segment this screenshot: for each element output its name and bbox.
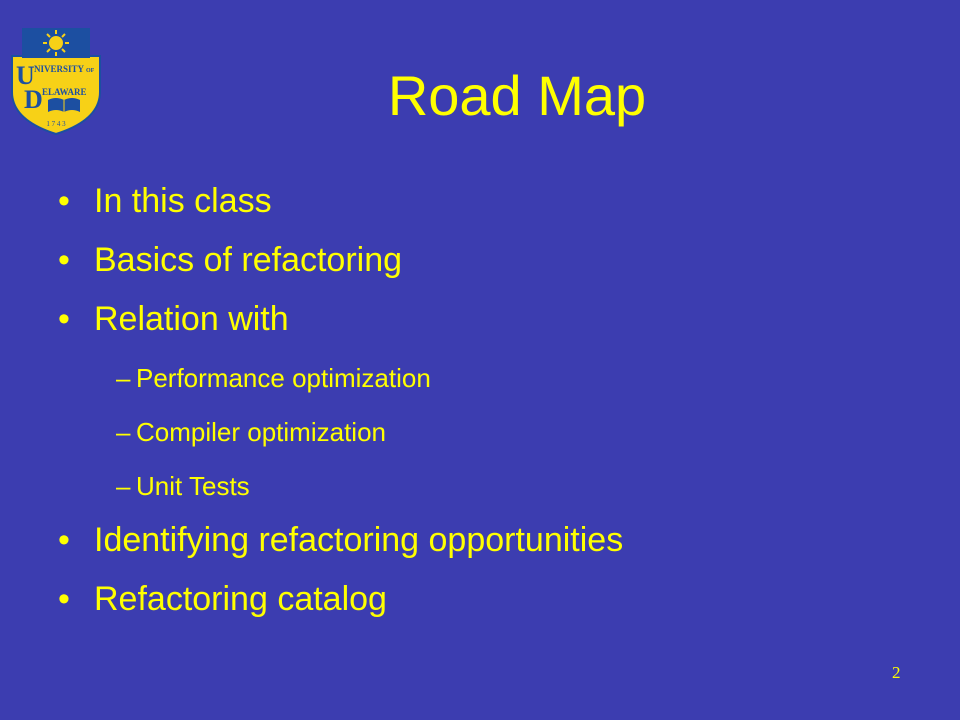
bullet-item: • Relation with (58, 294, 938, 353)
bullet-marker: • (58, 241, 70, 279)
dash-marker: – (116, 471, 131, 501)
bullet-item: • Refactoring catalog (58, 574, 938, 633)
bullet-marker: • (58, 182, 70, 220)
logo-year: 1 7 4 3 (46, 120, 66, 128)
logo-text-delaware: ELAWARE (42, 87, 87, 97)
svg-text:U: U (16, 61, 35, 90)
bullet-text: Performance optimization (136, 363, 431, 393)
sun-icon (43, 30, 69, 56)
bullet-marker: • (58, 521, 70, 559)
page-number: 2 (892, 663, 901, 682)
sub-bullet-item: –Unit Tests (58, 461, 938, 515)
bullet-text: Relation with (94, 300, 289, 338)
bullet-text: Basics of refactoring (94, 241, 403, 279)
bullet-text: In this class (94, 182, 272, 220)
bullet-text: Unit Tests (136, 471, 250, 501)
sub-bullet-item: –Performance optimization (58, 353, 938, 407)
bullet-marker: • (58, 580, 70, 618)
book-icon (48, 98, 80, 112)
bullet-list: • In this class • Basics of refactoring • Rel… (58, 176, 938, 633)
bullet-item: • Identifying refactoring opportunities (58, 515, 938, 574)
bullet-item: • In this class (58, 176, 938, 235)
bullet-marker: • (58, 300, 70, 338)
dash-marker: – (116, 363, 131, 393)
dash-marker: – (116, 417, 131, 447)
logo-text-university: NIVERSITY (34, 64, 85, 74)
svg-text:D: D (24, 85, 43, 114)
bullet-text: Identifying refactoring opportunities (94, 521, 624, 559)
bullet-text: Refactoring catalog (94, 580, 387, 618)
slide-title: Road Map (387, 64, 647, 127)
sub-bullet-item: –Compiler optimization (58, 407, 938, 461)
bullet-item: • Basics of refactoring (58, 235, 938, 294)
university-logo: U NIVERSITY OF D ELAWARE 1 7 4 3 (11, 28, 101, 136)
bullet-text: Compiler optimization (136, 417, 386, 447)
logo-text-of: OF (86, 68, 95, 74)
